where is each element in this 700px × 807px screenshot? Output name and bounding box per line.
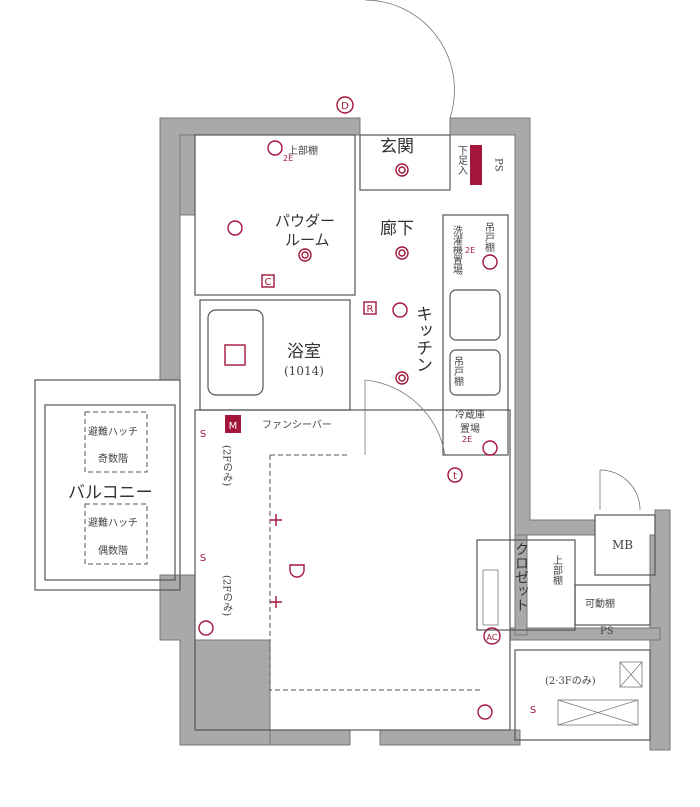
bathroom-label: 浴室 [287, 342, 321, 362]
movable-shelf-label: 可動棚 [585, 597, 615, 610]
laundry-label: 洗濯機置場 [451, 225, 463, 276]
s-symbol-2: S [200, 553, 206, 564]
ac-symbol: AC [487, 633, 498, 642]
2f-only-note-2: (2Fのみ) [221, 575, 233, 616]
room-outlines [34, 0, 656, 741]
upper-shelf-label: 上部棚 [288, 144, 318, 157]
hanging-cabinet-label: 吊戸棚 [483, 222, 495, 253]
bathroom-size: (1014) [284, 364, 324, 378]
shoe-cabinet-label: 下足入 [456, 145, 468, 175]
fridge-label: 冷蔵庫 [455, 408, 485, 421]
closet-label: クロゼット [513, 542, 529, 612]
doorbell-symbol: D [341, 101, 349, 112]
mb-label: MB [612, 538, 633, 552]
outlet-2e: 2E [283, 154, 293, 163]
odd-floor-label: 奇数階 [98, 452, 128, 465]
powder-room-label-2: ルーム [285, 231, 330, 249]
balcony-label: バルコニー [68, 483, 153, 503]
t-symbol: t [453, 471, 457, 482]
walls [159, 117, 671, 751]
powder-room-label: パウダー [275, 212, 335, 230]
ps-right-label: PS [600, 626, 614, 637]
fridge-label-2: 置場 [460, 422, 480, 435]
outlet-2e: 2E [462, 435, 472, 444]
s-symbol-3: S [530, 705, 536, 716]
m-symbol: M [229, 421, 238, 432]
kitchen-label: キッチン [412, 305, 432, 373]
electrical-symbols: D C R M t AC S S S 2E 2E 2E [198, 96, 536, 720]
hanging-cabinet-label-2: 吊戸棚 [452, 356, 464, 387]
fancy-bar-label: ファンシーバー [262, 419, 332, 431]
c-symbol: C [265, 277, 272, 288]
closet-upper-shelf-label: 上部棚 [551, 555, 563, 586]
even-floor-label: 偶数階 [98, 544, 128, 557]
room-labels: 玄関 下足入 PS 上部棚 パウダー ルーム 廊下 洗濯機置場 吊戸棚 キッチン… [68, 137, 633, 687]
ps-label: PS [493, 158, 504, 172]
2-3f-only-note: (2·3Fのみ) [545, 676, 596, 687]
hatch-label: 避難ハッチ [88, 425, 138, 438]
s-symbol-1: S [200, 429, 206, 440]
entrance-label: 玄関 [380, 137, 414, 157]
r-symbol: R [367, 304, 374, 315]
hallway-label: 廊下 [380, 219, 414, 239]
2f-only-note: (2Fのみ) [221, 445, 233, 486]
outlet-2e: 2E [465, 246, 475, 255]
hatch-label-2: 避難ハッチ [88, 516, 138, 529]
